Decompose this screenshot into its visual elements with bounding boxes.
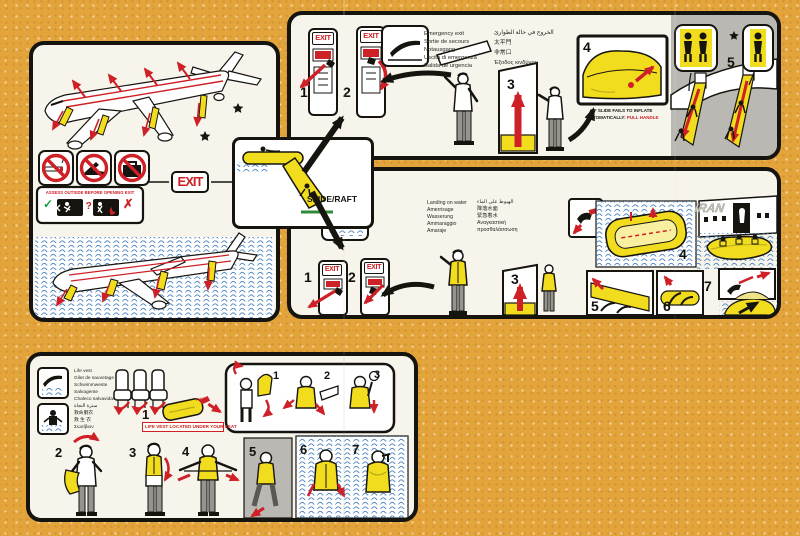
open-door-slab bbox=[435, 40, 493, 66]
step-number: 4 bbox=[182, 444, 190, 459]
emergency-exit-illustration bbox=[299, 15, 777, 156]
slide-raft-illustration bbox=[237, 146, 333, 214]
step-number: 3 bbox=[129, 445, 137, 460]
slide-raft-label: SLIDE/RAFT bbox=[307, 194, 358, 204]
fasten-strap-step-4 bbox=[177, 444, 238, 516]
step-number: 2 bbox=[343, 84, 351, 100]
step-number: 6 bbox=[663, 298, 671, 314]
landing-languages-intl: الهبوط على الماء 降落水面 緊急着水 Αναγκαστική π… bbox=[477, 199, 518, 233]
step-number: 1 bbox=[300, 84, 308, 100]
passenger-figure-1 bbox=[443, 72, 479, 145]
ditching-diagram bbox=[35, 232, 274, 318]
cross-mark: ✗ bbox=[123, 197, 134, 211]
exit-sign-door1: EXIT bbox=[322, 264, 342, 276]
star-markers bbox=[199, 103, 244, 141]
landing-languages: Landing on water Amerrisage Wasserung Am… bbox=[427, 200, 467, 234]
step-number: 2 bbox=[55, 445, 63, 460]
aircraft-exit-diagram bbox=[44, 51, 262, 150]
exit-sign-door1: EXIT bbox=[312, 32, 334, 45]
doorway-step-3 bbox=[502, 263, 538, 315]
emergency-exit-languages-intl: الخروج في حالة الطوارئ 太平門 非常口 Έξοδος κι… bbox=[494, 30, 554, 66]
single-lane-slide-pictogram bbox=[742, 24, 774, 72]
inflate-in-water-steps-6-7 bbox=[295, 435, 409, 518]
assess-box bbox=[35, 185, 145, 225]
fuselage-marking: IRAN bbox=[694, 201, 726, 215]
panel-emergency-exit: EXIT EXIT 1 2 3 4 5 Emergency exit Sorti… bbox=[287, 11, 781, 160]
child-step-number: 1 bbox=[273, 370, 280, 382]
passenger-figure-2 bbox=[537, 86, 564, 151]
step-number: 7 bbox=[704, 278, 712, 294]
question-mark: ? bbox=[85, 200, 92, 212]
ditching-pictogram bbox=[37, 367, 69, 399]
raft-boarding-step-6 bbox=[656, 270, 704, 315]
assess-title: ASSESS OUTSIDE BEFORE OPENING EXIT bbox=[45, 189, 135, 195]
slide-inflate-note: IF SLIDE FAILS TO INFLATE AUTOMATICALLY:… bbox=[586, 108, 659, 120]
step-number: 5 bbox=[727, 54, 735, 70]
step-number: 6 bbox=[300, 442, 308, 457]
star-marker bbox=[729, 31, 739, 40]
emergency-exit-languages: Emergency exit Sortie de secours Notausg… bbox=[424, 31, 477, 69]
step-number: 1 bbox=[142, 407, 150, 422]
doorway-step-3 bbox=[498, 61, 538, 154]
exit-sign-door2: EXIT bbox=[360, 30, 382, 43]
step-number: 5 bbox=[249, 444, 257, 459]
exits-overview-illustration bbox=[35, 51, 274, 318]
no-high-heels-icon bbox=[76, 150, 112, 186]
vested-passenger-figure bbox=[439, 249, 468, 315]
step-number: 7 bbox=[352, 442, 360, 457]
no-smoking-icon bbox=[38, 150, 74, 186]
vested-passenger-figure-2 bbox=[541, 264, 557, 312]
step-number: 2 bbox=[348, 269, 356, 285]
step-number: 3 bbox=[507, 76, 515, 92]
slide-pack-inset bbox=[576, 34, 669, 106]
raft-top-view bbox=[595, 201, 697, 268]
vest-over-head-step-3 bbox=[145, 442, 173, 516]
don-vest-step-2 bbox=[64, 431, 103, 516]
dual-lane-slide-pictogram bbox=[674, 24, 718, 72]
no-baggage-icon bbox=[114, 150, 150, 186]
exit-sign: EXIT bbox=[171, 171, 209, 193]
door-step-2 bbox=[356, 26, 390, 118]
step-number: 1 bbox=[304, 269, 312, 285]
child-vest-inset bbox=[224, 360, 396, 434]
person-in-water-pictogram bbox=[37, 403, 69, 435]
raft-boarding-step-5 bbox=[586, 270, 654, 315]
vest-package bbox=[162, 396, 222, 421]
step-number: 4 bbox=[583, 39, 591, 55]
step-number: 5 bbox=[591, 298, 599, 314]
panel-life-vest: Life vest Gilet de sauvetage Schwimmwest… bbox=[26, 352, 418, 522]
child-step-number: 3 bbox=[374, 369, 381, 381]
step-number: 3 bbox=[511, 271, 519, 287]
arrow-to-doors bbox=[380, 70, 452, 84]
pull-handle-inset bbox=[568, 198, 603, 238]
seat-row-diagram bbox=[113, 369, 168, 416]
emergency-exit-pictogram bbox=[381, 25, 429, 67]
door-step-1 bbox=[299, 28, 338, 116]
life-vest-illustration bbox=[37, 360, 409, 518]
step-number: 4 bbox=[679, 246, 687, 262]
check-mark: ✓ bbox=[43, 197, 54, 211]
exit-with-vest-step-5 bbox=[243, 437, 293, 518]
child-step-number: 2 bbox=[324, 370, 331, 382]
arrow-to-slide-inset bbox=[567, 107, 596, 143]
slide-raft-callout: SLIDE/RAFT bbox=[232, 137, 374, 229]
exit-sign-door2: EXIT bbox=[364, 262, 384, 274]
life-vest-banner: LIFE VEST LOCATED UNDER YOUR SEAT bbox=[142, 422, 237, 432]
life-vest-languages: Life vest Gilet de sauvetage Schwimmwest… bbox=[74, 369, 116, 430]
arrow-to-doors bbox=[380, 281, 435, 298]
cut-mooring-step-7 bbox=[718, 268, 777, 315]
aircraft-raft-scene: IRAN bbox=[694, 195, 777, 269]
